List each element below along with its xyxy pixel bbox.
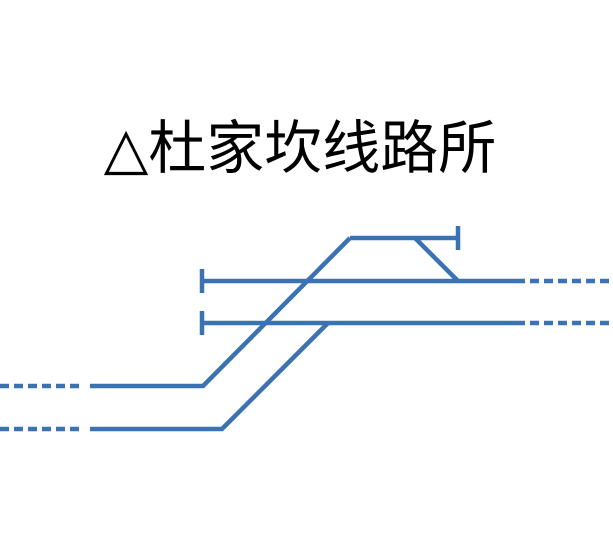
lower-line-1-track bbox=[90, 236, 352, 389]
lower-line-2-track bbox=[90, 321, 330, 432]
upper-siding-switch bbox=[413, 236, 460, 283]
track-layout bbox=[0, 226, 613, 432]
station-title: △杜家坎线路所 bbox=[104, 114, 497, 182]
